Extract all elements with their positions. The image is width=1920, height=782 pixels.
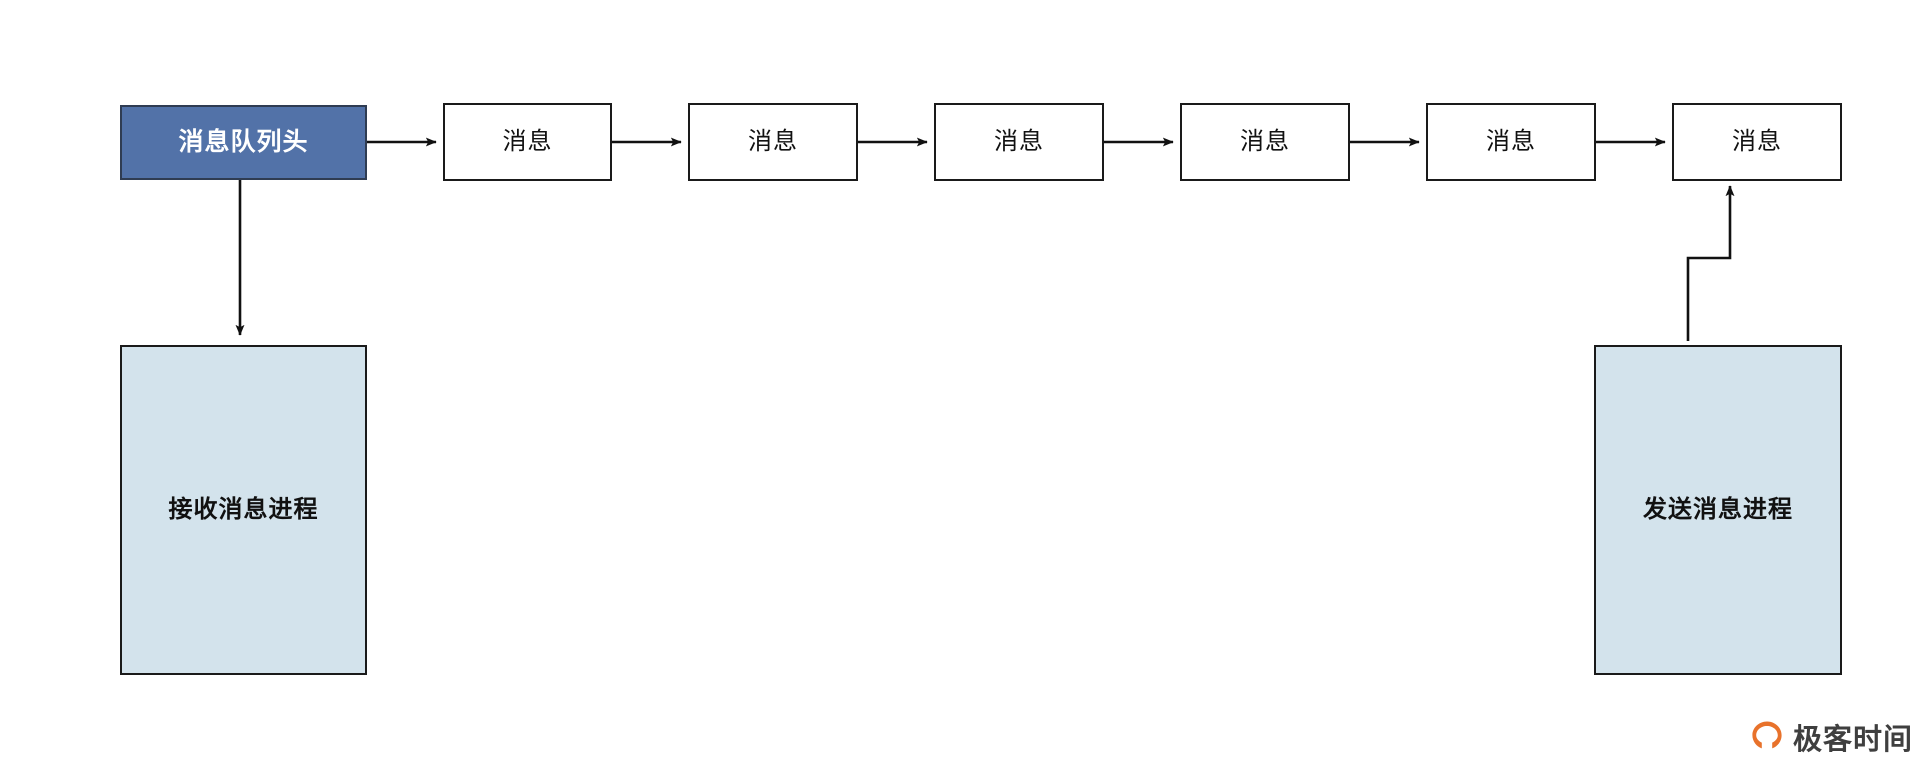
node-message-1-label: 消息 — [502, 128, 553, 155]
node-message-2-label: 消息 — [748, 128, 798, 155]
node-queue-head-label: 消息队列头 — [178, 127, 309, 156]
brand-logo-text: 极客时间 — [1793, 724, 1914, 756]
geekbang-circle-icon — [1750, 720, 1784, 754]
node-message-1[interactable]: 消息 — [443, 103, 612, 181]
node-message-6-label: 消息 — [1732, 128, 1782, 155]
node-message-5-label: 消息 — [1486, 128, 1536, 155]
node-message-5[interactable]: 消息 — [1426, 103, 1596, 181]
brand-logo: 极客时间 — [1750, 716, 1913, 758]
node-send-process-label: 发送消息进程 — [1643, 496, 1793, 523]
edge-send-process-to-message-6 — [1686, 185, 1735, 341]
node-message-3-label: 消息 — [994, 128, 1044, 155]
node-message-6[interactable]: 消息 — [1672, 103, 1842, 181]
node-message-4[interactable]: 消息 — [1180, 103, 1350, 181]
node-receive-process-label: 接收消息进程 — [168, 496, 319, 523]
node-message-2[interactable]: 消息 — [688, 103, 858, 181]
node-send-process[interactable]: 发送消息进程 — [1594, 345, 1842, 675]
node-queue-head[interactable]: 消息队列头 — [120, 105, 367, 180]
node-message-4-label: 消息 — [1240, 128, 1290, 155]
node-receive-process[interactable]: 接收消息进程 — [120, 345, 367, 675]
node-message-3[interactable]: 消息 — [934, 103, 1104, 181]
